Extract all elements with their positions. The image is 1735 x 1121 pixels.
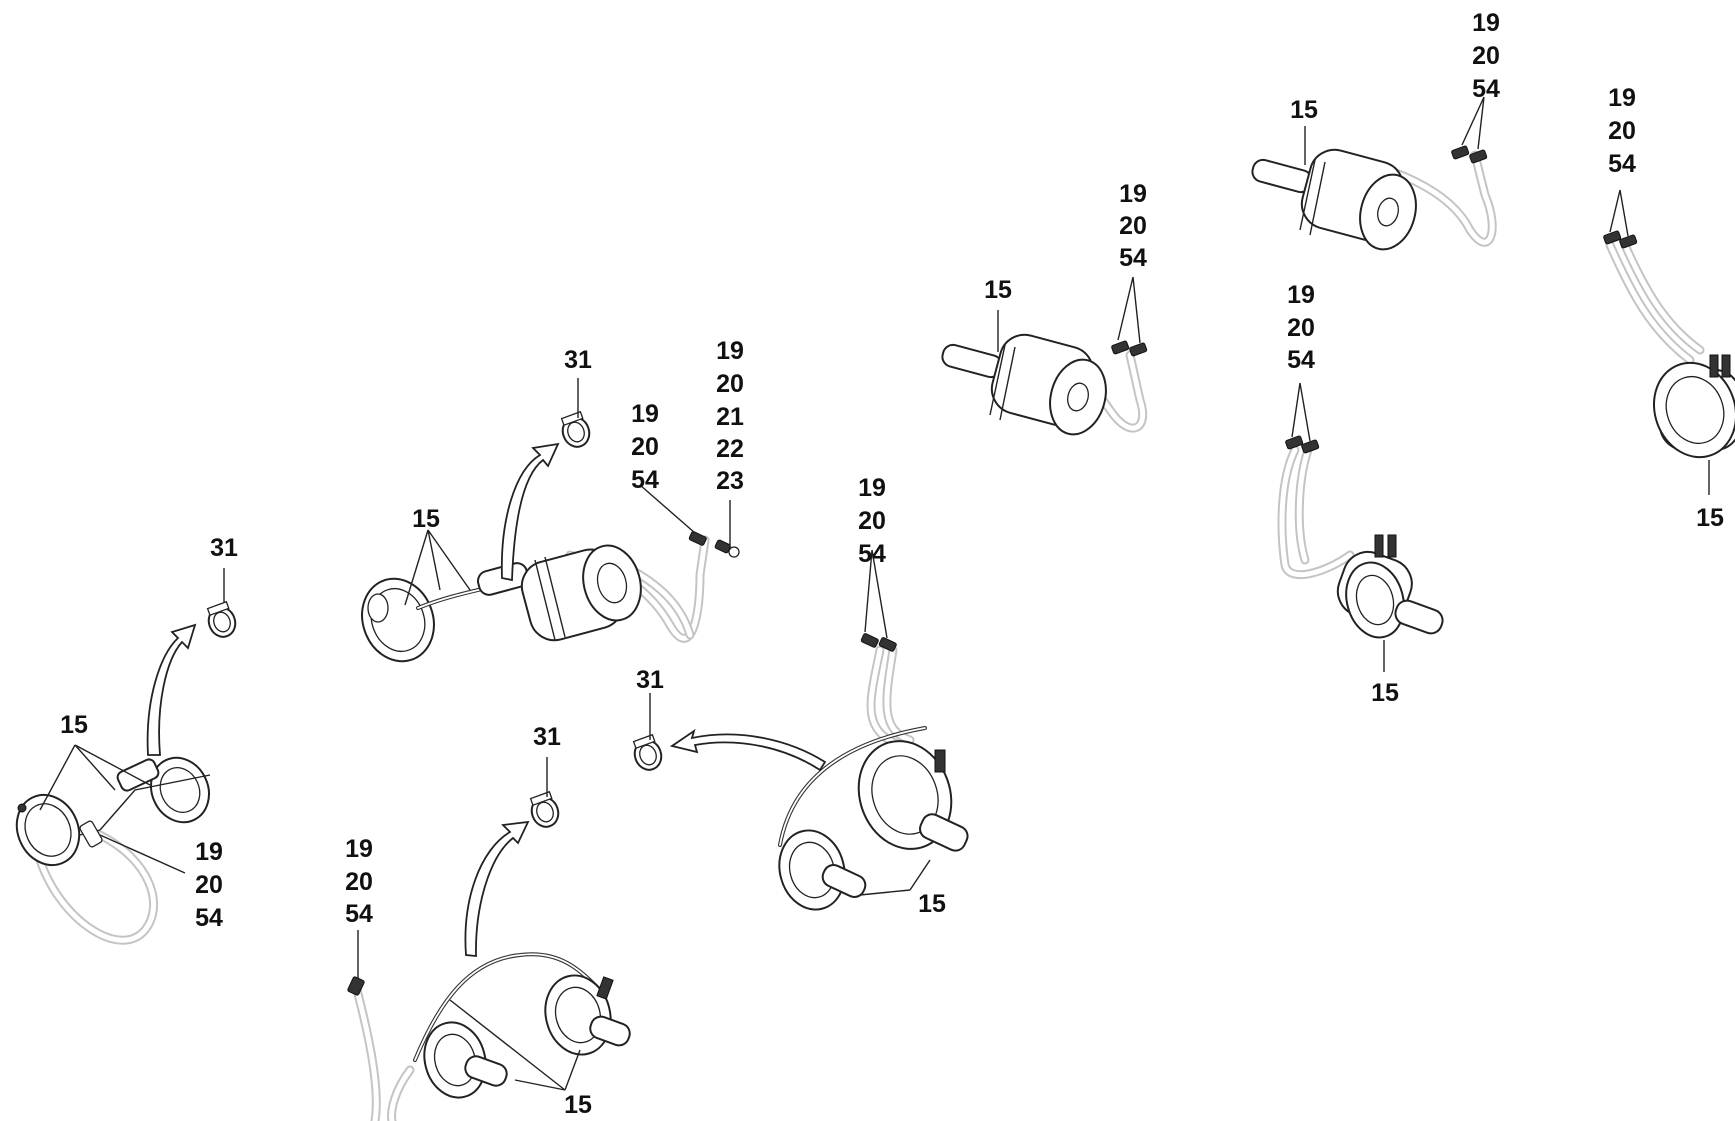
callout-label: 54 (1608, 150, 1636, 178)
callout-label: 22 (716, 435, 744, 463)
relocation-arrow (146, 623, 197, 756)
callout-label: 15 (60, 711, 88, 739)
quick-connect-fitting (1285, 435, 1320, 454)
callout-label: 54 (1287, 346, 1315, 374)
callout-labels: 15 31 19 20 54 15 31 19 20 54 19 20 21 2… (60, 9, 1724, 1119)
callout-label: 54 (345, 900, 373, 928)
callout-label: 23 (716, 467, 744, 495)
callout-label: 15 (1371, 679, 1399, 707)
brake-assembly-d (347, 952, 631, 1121)
spring-brake-actuator (857, 740, 969, 852)
brake-assembly-g (1277, 435, 1444, 639)
brake-chamber (423, 1021, 508, 1099)
spring-brake-actuator (941, 333, 1107, 436)
hose-clamp (632, 733, 663, 771)
callout-label: 19 (1287, 281, 1315, 309)
brake-chamber (361, 577, 435, 663)
callout-label: 20 (1608, 117, 1636, 145)
relocation-arrow (500, 442, 560, 582)
spring-brake-actuator (1652, 354, 1735, 459)
callout-label: 15 (984, 276, 1012, 304)
callout-label: 21 (716, 403, 744, 431)
callout-label: 15 (412, 505, 440, 533)
callout-label: 20 (1287, 314, 1315, 342)
quick-connect-fitting (1451, 145, 1488, 164)
quick-connect-fitting (1111, 340, 1148, 357)
brake-assembly-e (941, 333, 1148, 436)
leader-lines (39, 96, 1710, 1091)
callout-label: 19 (1472, 9, 1500, 37)
brake-chamber (15, 793, 81, 867)
brake-chamber (778, 829, 867, 911)
callout-label: 54 (858, 540, 886, 568)
relocation-arrow (669, 728, 827, 772)
callout-label: 54 (1119, 244, 1147, 272)
callout-label: 31 (210, 534, 238, 562)
relocation-arrow (464, 820, 530, 957)
callout-label: 19 (345, 835, 373, 863)
callout-label: 31 (564, 346, 592, 374)
callout-label: 31 (533, 723, 561, 751)
spring-brake-actuator (1251, 148, 1417, 251)
callout-label: 15 (918, 890, 946, 918)
callout-label: 54 (631, 466, 659, 494)
brake-assembly-c (778, 633, 969, 911)
callout-label: 19 (858, 474, 886, 502)
spring-brake-actuator (1336, 534, 1444, 639)
callout-label: 15 (564, 1091, 592, 1119)
hose-clamp (560, 410, 591, 448)
brake-assembly-b (361, 531, 740, 663)
hose-clamp (206, 600, 237, 638)
brake-chamber (544, 974, 631, 1056)
callout-label: 19 (716, 337, 744, 365)
brake-chamber (116, 756, 210, 824)
callout-label: 31 (636, 666, 664, 694)
quick-connect-fitting (688, 531, 740, 558)
callout-label: 20 (858, 507, 886, 535)
callout-label: 20 (631, 433, 659, 461)
callout-label: 20 (716, 370, 744, 398)
callout-label: 19 (1119, 180, 1147, 208)
callout-label: 20 (1119, 212, 1147, 240)
callout-label: 54 (195, 904, 223, 932)
quick-connect-fitting (347, 976, 365, 996)
hose-clamp (529, 790, 560, 828)
callout-label: 15 (1290, 96, 1318, 124)
quick-connect-fitting (1603, 230, 1638, 249)
brake-assembly-a (15, 756, 211, 945)
callout-label: 19 (195, 838, 223, 866)
callout-label: 19 (1608, 84, 1636, 112)
callout-label: 20 (195, 871, 223, 899)
callout-label: 54 (1472, 75, 1500, 103)
callout-label: 20 (1472, 42, 1500, 70)
quick-connect-fitting (860, 633, 897, 652)
callout-label: 15 (1696, 504, 1724, 532)
brake-assembly-f (1251, 145, 1497, 251)
callout-label: 20 (345, 868, 373, 896)
callout-label: 19 (631, 400, 659, 428)
brake-assembly-h (1603, 230, 1735, 459)
